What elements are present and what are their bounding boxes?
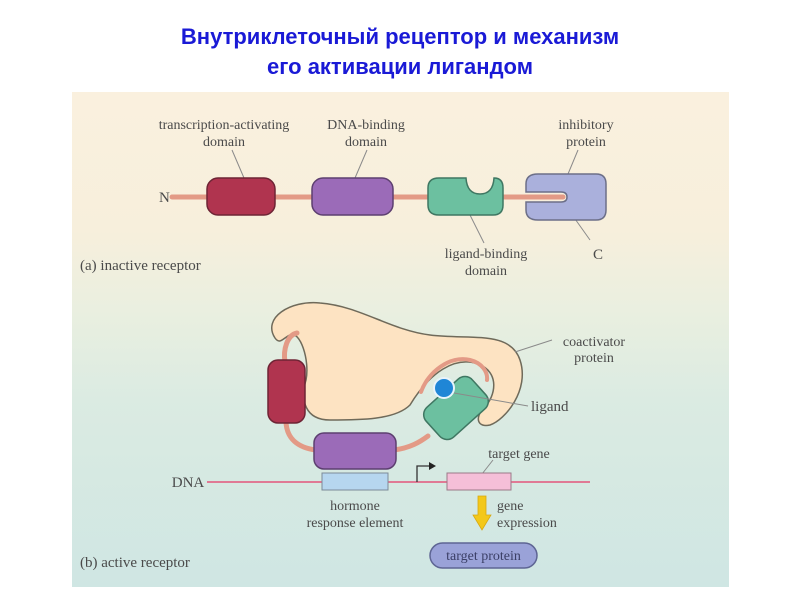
transcription-start-line <box>416 465 429 482</box>
coactivator-protein <box>271 301 523 427</box>
active-ligand-binding-domain <box>422 375 490 441</box>
label-hre-1: hormone <box>330 499 380 514</box>
transcription-start-arrow-icon <box>429 462 436 470</box>
caption-inactive-receptor: (a) inactive receptor <box>80 258 201 274</box>
caption-active-receptor: (b) active receptor <box>80 555 190 571</box>
label-inhibitory-2: protein <box>566 135 606 150</box>
active-transcription-activating-domain <box>267 359 306 424</box>
label-coactivator-2: protein <box>574 351 614 366</box>
label-transcription-activating-2: domain <box>203 135 245 150</box>
hormone-response-element <box>321 472 389 491</box>
ligand-binding-domain <box>427 177 504 216</box>
leader-target-gene <box>481 459 494 475</box>
target-gene-box <box>446 472 512 491</box>
linker-ligand-domain <box>419 357 490 394</box>
target-protein-pill <box>429 542 538 569</box>
title-line-1: Внутриклеточный рецептор и механизм <box>180 24 620 49</box>
inactive-receptor: N C transcription-activating domain DNA-… <box>80 118 614 279</box>
label-gene-expression-2: expression <box>497 516 557 531</box>
leader-coactivator <box>514 339 553 353</box>
dna-binding-domain <box>311 177 394 216</box>
label-coactivator-1: coactivator <box>563 335 626 350</box>
label-ligand-binding-1: ligand-binding <box>445 247 527 262</box>
title-line-2: его активации лигандом <box>267 54 533 79</box>
ligand-molecule <box>433 377 455 399</box>
dna-label: DNA <box>172 475 205 491</box>
inhibitory-protein <box>525 173 607 221</box>
leader-ligand-binding <box>469 214 485 244</box>
label-hre-2: response element <box>307 516 404 531</box>
leader-inhibitory <box>567 149 579 175</box>
transcription-activating-domain <box>206 177 276 216</box>
label-ligand: ligand <box>531 399 569 415</box>
active-receptor: DNA coactivator protein ligand target ge… <box>80 301 626 571</box>
leader-dna-binding <box>354 149 368 179</box>
label-target-gene: target gene <box>488 447 550 462</box>
leader-transcription <box>231 149 245 179</box>
leader-ligand <box>453 392 529 407</box>
c-terminus-label: C <box>593 247 603 263</box>
label-dna-binding-1: DNA-binding <box>327 118 405 133</box>
linker-top <box>282 330 300 365</box>
label-ligand-binding-2: domain <box>465 264 507 279</box>
label-target-protein: target protein <box>446 549 521 564</box>
n-terminus-label: N <box>159 190 170 206</box>
label-transcription-activating-1: transcription-activating <box>159 118 290 133</box>
label-dna-binding-2: domain <box>345 135 387 150</box>
label-gene-expression-1: gene <box>497 499 523 514</box>
label-inhibitory-1: inhibitory <box>558 118 613 133</box>
linker-bottom-right <box>391 433 431 453</box>
active-dna-binding-domain <box>313 432 397 470</box>
gene-expression-arrow-icon <box>472 495 492 531</box>
slide-title: Внутриклеточный рецептор и механизм его … <box>0 22 800 82</box>
